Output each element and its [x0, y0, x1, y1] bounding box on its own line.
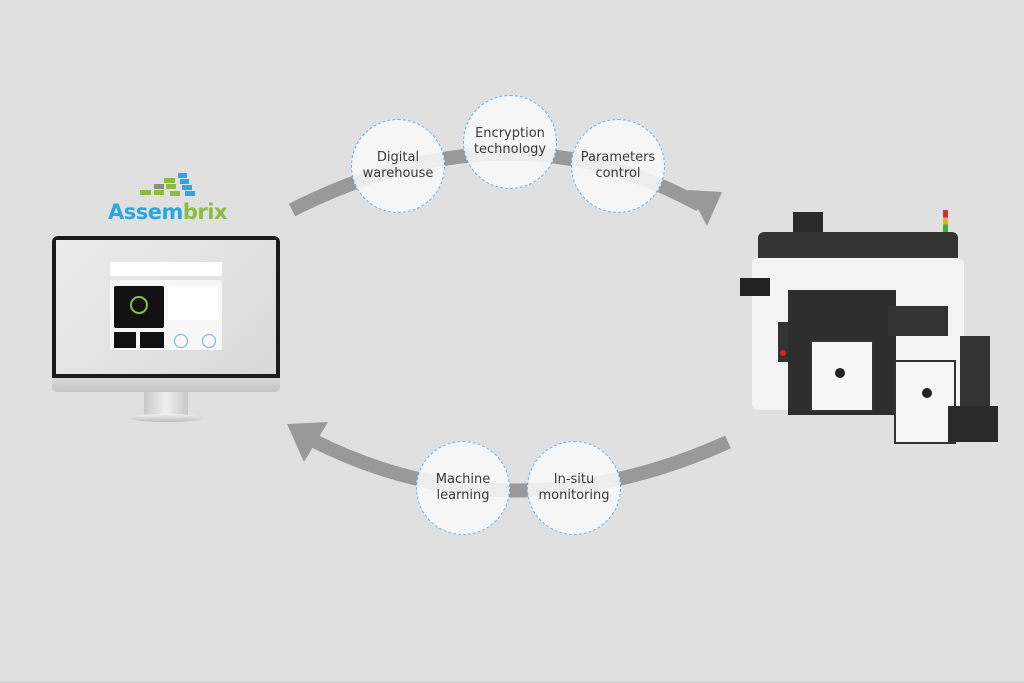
assembrix-logo: Assembrix	[108, 170, 228, 224]
logo-wordmark: Assembrix	[108, 200, 228, 224]
logo-mark-icon	[140, 173, 195, 196]
printer-side-module	[960, 336, 990, 406]
dashboard-gauge	[130, 296, 148, 314]
dashboard-log	[168, 286, 218, 320]
status-light-tower	[943, 210, 948, 232]
build-unit-right	[894, 360, 956, 444]
industrial-3d-printer	[738, 210, 1000, 455]
dashboard-dial-1	[174, 334, 188, 348]
printer-cart	[948, 406, 998, 442]
node-label: Digital warehouse	[362, 150, 434, 181]
dashboard-header-card	[110, 262, 222, 276]
logo-text-part2: brix	[182, 200, 228, 224]
top-arrow-head	[688, 190, 722, 226]
node-digital-warehouse: Digital warehouse	[351, 119, 445, 213]
emergency-stop-button-icon	[780, 350, 786, 356]
bottom-arrow-shaft	[308, 433, 731, 498]
printer-side-display	[740, 278, 770, 296]
dashboard-screenshot	[56, 240, 276, 374]
printer-exhaust	[793, 212, 823, 234]
software-monitor	[52, 236, 280, 426]
monitor-stand	[144, 392, 188, 416]
dashboard-thumbnail-1	[114, 332, 136, 348]
node-parameters-control: Parameters control	[571, 119, 665, 213]
build-unit-right-lid	[888, 306, 948, 336]
bottom-border	[0, 681, 1024, 683]
build-unit-left-port	[835, 368, 845, 378]
monitor-base	[130, 414, 202, 422]
node-encryption-technology: Encryption technology	[463, 95, 557, 189]
node-in-situ-monitoring: In-situ monitoring	[527, 441, 621, 535]
dashboard-dial-2	[202, 334, 216, 348]
monitor-bezel	[52, 236, 280, 378]
logo-text-part1: Assem	[108, 200, 183, 224]
printer-top-panel	[758, 232, 958, 258]
monitor-chin	[52, 378, 280, 392]
dashboard-thumbnail-2	[140, 332, 164, 348]
node-label: In-situ monitoring	[538, 472, 610, 503]
printer-control-panel	[778, 322, 788, 362]
node-label: Parameters control	[580, 150, 656, 181]
build-unit-right-port	[922, 388, 932, 398]
node-machine-learning: Machine learning	[416, 441, 510, 535]
node-label: Machine learning	[435, 472, 491, 503]
node-label: Encryption technology	[473, 126, 547, 157]
bottom-arrow-head	[287, 422, 328, 462]
